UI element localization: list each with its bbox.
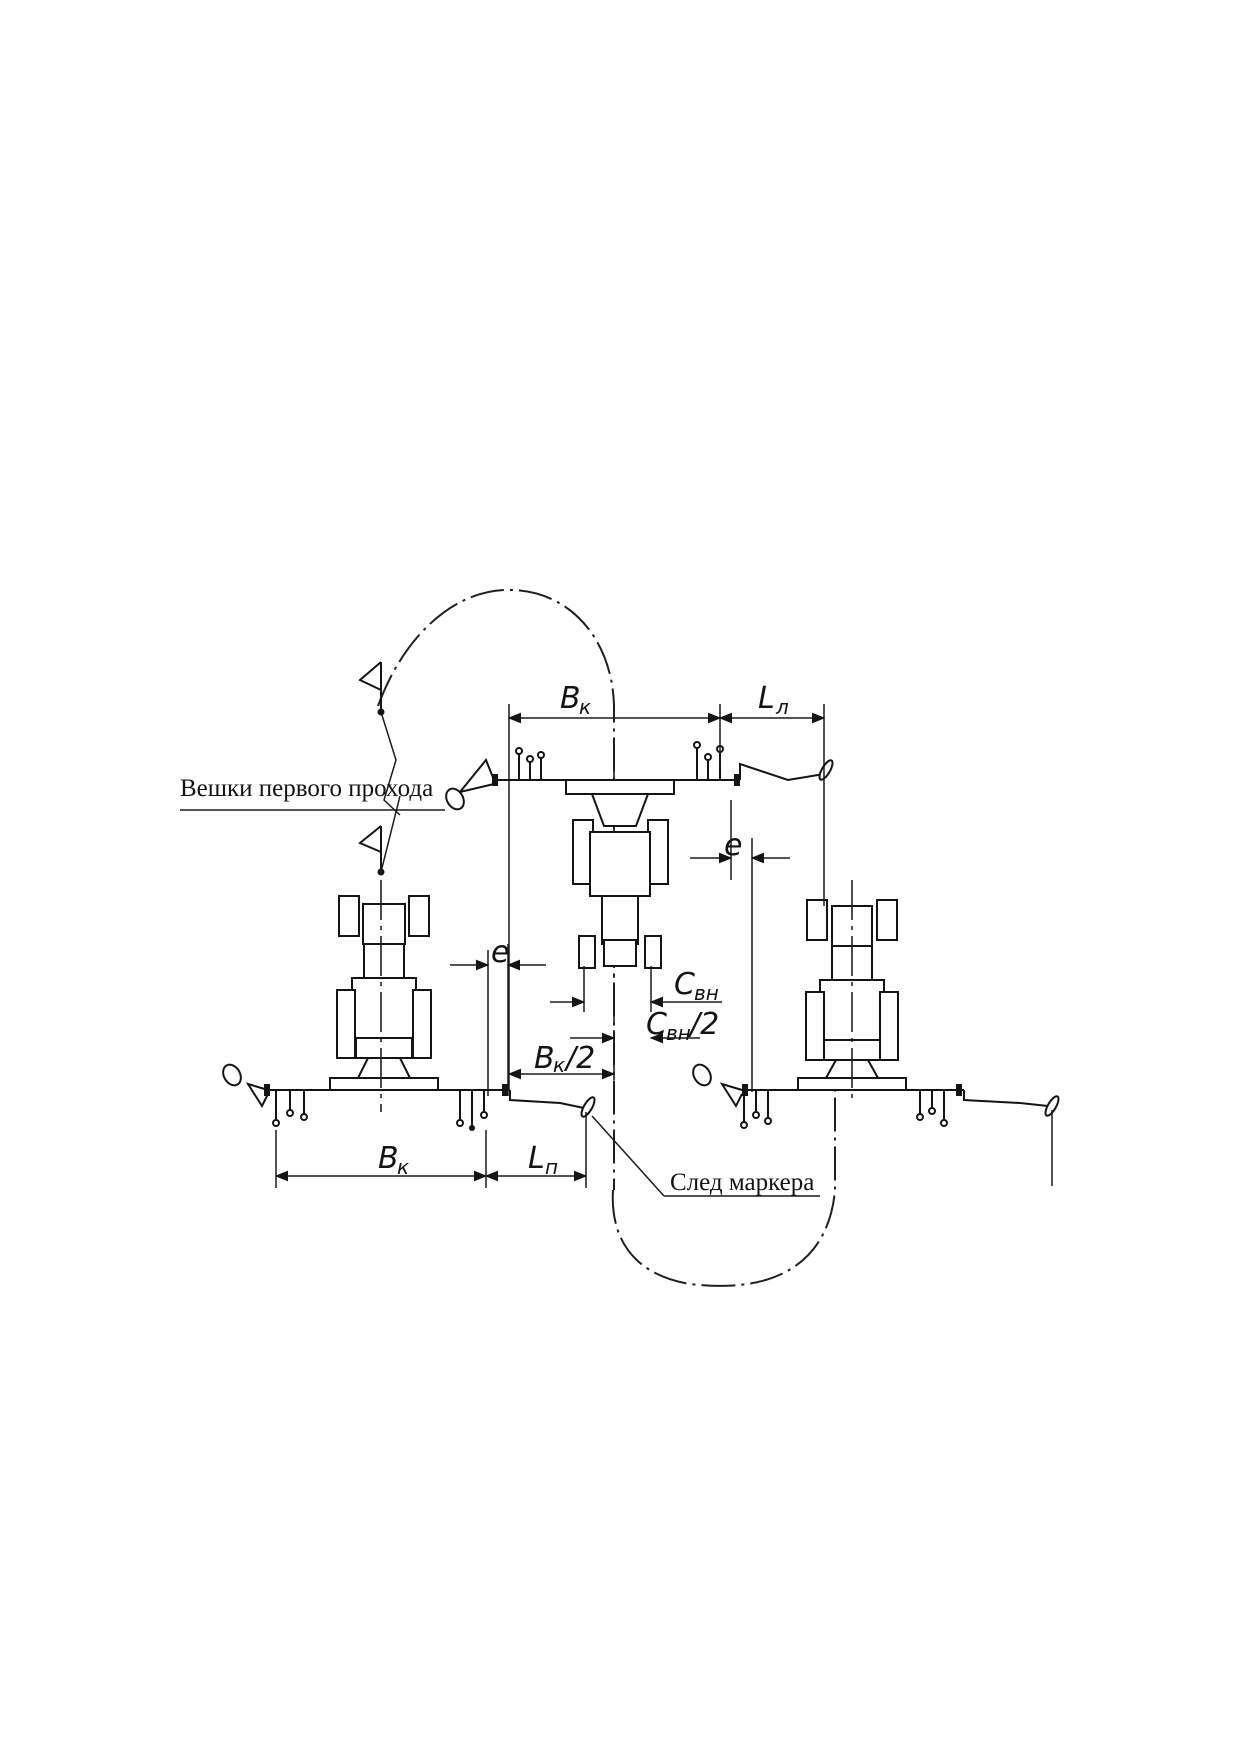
dim-lp-symbol: L [528, 1141, 545, 1176]
label-marker-trace: След маркера [591, 1115, 820, 1197]
marker-disc-icon-top-right [739, 759, 834, 782]
dim-cvn-subscript: вн [694, 981, 719, 1005]
flag-icon-top [358, 661, 385, 716]
dim-working-width-top: B к [507, 681, 722, 1090]
dim-offset-left: e [450, 935, 546, 1096]
dim-track-width: C вн [550, 966, 722, 1012]
marker-disc-icon-right-lowered [963, 1090, 1060, 1117]
marker-disc-icon-right-raised [692, 1063, 743, 1109]
dim-bk2-suffix: /2 [563, 1041, 595, 1076]
tractor-icon-left [329, 895, 439, 1091]
marker-disc-icon-left-raised [222, 1063, 269, 1109]
dim-e-left-text: e [491, 935, 509, 970]
dim-cvn-symbol: C [674, 967, 695, 1002]
dim-bk-top-subscript: к [579, 695, 591, 719]
marker-trace-text: След маркера [670, 1169, 814, 1196]
seeder-icon-left [264, 1084, 510, 1131]
dim-width-half: B к /2 [507, 1041, 616, 1080]
dim-offset-top: e [690, 800, 790, 1092]
dim-ll-symbol: L [758, 681, 775, 716]
label-first-pass-poles: Вешки первого прохода [180, 775, 445, 873]
tractor-icon-top [565, 779, 675, 969]
dim-bk2-symbol: B [534, 1041, 555, 1076]
dim-lp-subscript: п [545, 1155, 558, 1179]
marker-disc-icon-top-left [445, 758, 495, 811]
dim-cvn2-suffix: /2 [687, 1007, 719, 1042]
flag-icon-middle [358, 825, 385, 876]
turn-arc-top [377, 588, 615, 1190]
dim-working-width-bottom: B к [274, 1130, 488, 1188]
dim-cvn2-subscript: вн [666, 1021, 691, 1045]
dim-bk-bottom-subscript: к [397, 1155, 409, 1179]
dim-ll-subscript: л [775, 695, 789, 719]
dim-marker-right-bottom: L п [484, 1112, 588, 1188]
dim-track-half: C вн /2 [570, 1007, 719, 1045]
seeder-icon-top [492, 741, 740, 786]
dim-bk2-subscript: к [553, 1053, 565, 1077]
dim-bk-bottom-symbol: B [378, 1141, 399, 1176]
dim-cvn2-symbol: C [646, 1007, 667, 1042]
dim-bk-top-symbol: B [560, 681, 581, 716]
dim-marker-left-top: L л [718, 681, 826, 774]
first-pass-poles-text: Вешки первого прохода [180, 775, 433, 802]
marker-disc-icon-left-lowered [509, 1090, 596, 1118]
dim-e-top-text: e [724, 828, 742, 863]
seeder-icon-right [740, 1084, 964, 1129]
